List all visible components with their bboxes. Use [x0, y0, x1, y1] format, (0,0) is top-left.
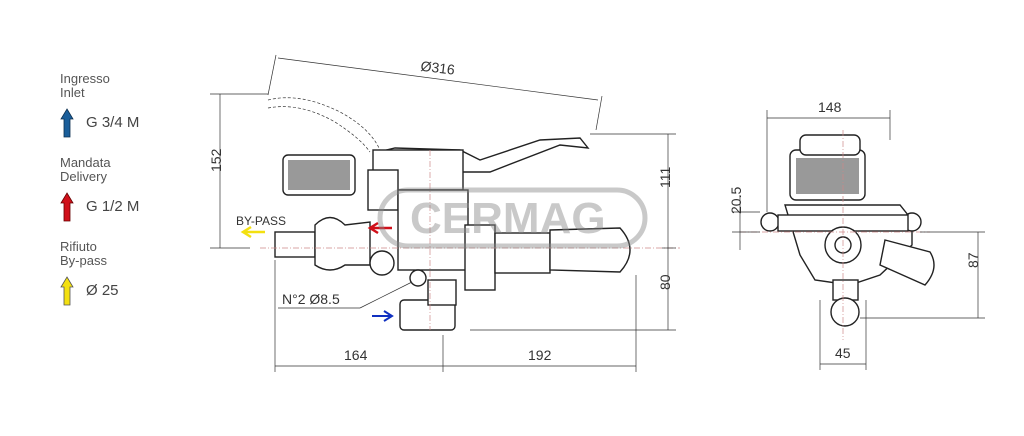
legend-label-it: Ingresso [60, 71, 110, 86]
dim-width-left: 164 [344, 347, 368, 363]
front-right-knob [879, 239, 935, 286]
dim-mount-height: 20.5 [728, 187, 744, 214]
legend: Ingresso Inlet G 3/4 M Mandata Delivery … [60, 72, 139, 324]
front-view: 148 20.5 87 45 [728, 99, 985, 370]
yellow-arrow-icon [60, 276, 74, 306]
legend-value: Ø 25 [86, 282, 119, 299]
dim-front-width: 148 [818, 99, 842, 115]
legend-label-en: Inlet [60, 85, 85, 100]
legend-label-en: Delivery [60, 169, 107, 184]
legend-label-it: Mandata [60, 155, 111, 170]
dim-lever-length: Ø316 [420, 58, 456, 78]
legend-item-inlet: Ingresso Inlet G 3/4 M [60, 72, 139, 138]
legend-value: G 3/4 M [86, 114, 140, 131]
legend-item-delivery: Mandata Delivery G 1/2 M [60, 156, 139, 222]
side-view: Ø316 152 111 80 164 192 BY-PASS N°2 Ø8.5 [208, 54, 680, 372]
dim-height-upper: 111 [657, 167, 673, 188]
dim-height-total: 152 [208, 148, 224, 172]
blue-arrow-icon [60, 108, 74, 138]
right-knob [549, 227, 631, 273]
dim-width-right: 192 [528, 347, 552, 363]
dim-front-height: 87 [965, 252, 981, 268]
holes-label: N°2 Ø8.5 [282, 291, 340, 307]
legend-label-it: Rifiuto [60, 239, 97, 254]
legend-label-en: By-pass [60, 253, 107, 268]
legend-value: G 1/2 M [86, 198, 140, 215]
watermark-text: CERMAG [410, 194, 606, 243]
legend-item-bypass: Rifiuto By-pass Ø 25 [60, 240, 139, 306]
dim-height-lower: 80 [657, 274, 673, 290]
bypass-label: BY-PASS [236, 214, 286, 228]
red-arrow-icon [60, 192, 74, 222]
dim-inlet-offset: 45 [835, 345, 851, 361]
bypass-nozzle [274, 231, 316, 258]
cermag-watermark: CERMAG [377, 187, 648, 249]
